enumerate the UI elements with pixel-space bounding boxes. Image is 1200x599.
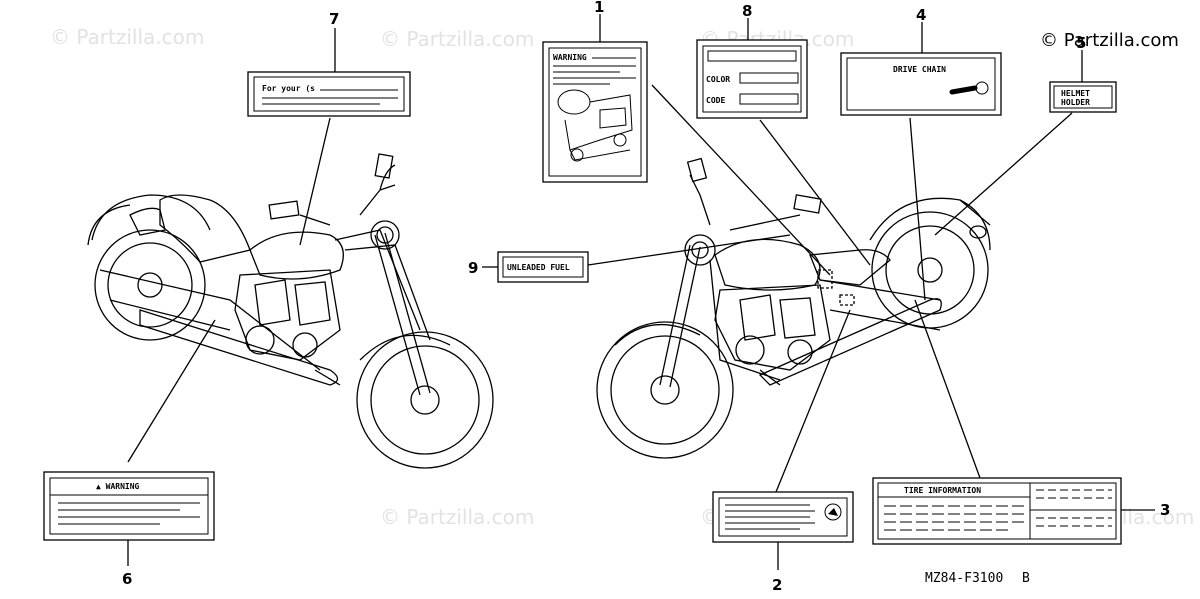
diagram-suffix: B: [1022, 571, 1030, 586]
label-7: For your (s: [247, 71, 411, 117]
leader-line-9: [587, 234, 791, 266]
callout-5: 5: [1076, 34, 1086, 52]
callout-9: 9: [468, 259, 478, 277]
brand-text: © Partzilla.com: [1040, 30, 1179, 51]
callout-7: 7: [329, 10, 339, 28]
callout-6: 6: [122, 570, 132, 588]
callout-3: 3: [1160, 501, 1170, 519]
motorcycle-left: [87, 153, 494, 469]
leader-line-2: [775, 309, 851, 493]
watermark: © Partzilla.com: [380, 505, 534, 529]
watermark: © Partzilla.com: [50, 25, 204, 49]
label-9: UNLEADED FUEL: [497, 251, 589, 283]
watermark: © Partzilla.com: [380, 27, 534, 51]
callout-1: 1: [594, 0, 604, 16]
leader-line-5: [934, 112, 1073, 236]
label-6: ▲ WARNING: [43, 471, 215, 541]
label-8-code: CODE: [706, 96, 725, 105]
label-9-text: UNLEADED FUEL: [507, 263, 570, 272]
label-3-title: TIRE INFORMATION: [904, 486, 981, 495]
label-5-line2: HOLDER: [1061, 98, 1090, 107]
leader-line-8: [759, 119, 871, 266]
leader-line-6: [127, 319, 216, 463]
label-7-text: For your (s: [262, 84, 315, 93]
label-5-line1: HELMET: [1061, 89, 1090, 98]
callout-8: 8: [742, 2, 752, 20]
label-1-title: WARNING: [553, 53, 587, 62]
diagram-code: MZ84-F3100: [925, 571, 1003, 586]
leader-line-1: [651, 84, 831, 276]
label-5: HELMET HOLDER: [1049, 81, 1117, 113]
label-4: DRIVE CHAIN: [840, 52, 1002, 116]
callout-4: 4: [916, 6, 926, 24]
label-6-title: ▲ WARNING: [96, 482, 140, 491]
label-2: [712, 491, 854, 543]
leader-line-7: [299, 117, 331, 246]
label-8-color: COLOR: [706, 75, 730, 84]
label-1: WARNING: [542, 41, 648, 183]
label-8: COLOR CODE: [696, 39, 808, 119]
leader-line-4: [909, 117, 926, 301]
label-3: TIRE INFORMATION: [872, 477, 1122, 545]
leader-line-3: [914, 299, 981, 479]
callout-2: 2: [772, 576, 782, 594]
motorcycle-right: [596, 157, 991, 459]
label-4-title: DRIVE CHAIN: [893, 65, 946, 74]
